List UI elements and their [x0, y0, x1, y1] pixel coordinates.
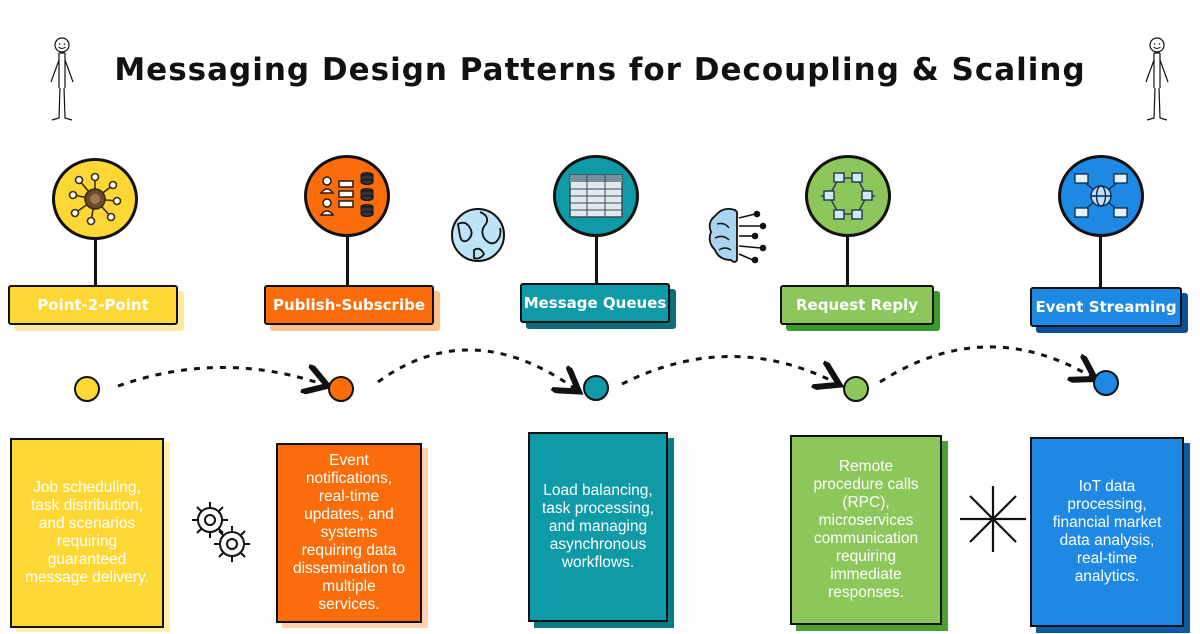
point-2-point-label: Point-2-Point — [8, 285, 178, 325]
queue-table-icon — [569, 174, 623, 218]
brain-circuit-icon — [708, 207, 767, 264]
arrow-2 — [377, 348, 574, 388]
page-title: Messaging Design Patterns for Decoupling… — [114, 52, 1086, 88]
arrow-3 — [621, 355, 834, 384]
point-2-point-icon-circle — [52, 158, 138, 240]
request-reply-label: Request Reply — [780, 285, 934, 325]
publish-subscribe-icon-circle — [304, 155, 390, 237]
point-2-point-card: Job scheduling, task distribution, and s… — [10, 438, 164, 628]
globe-icon — [451, 208, 505, 262]
globe-network-icon — [1074, 173, 1128, 218]
gears-icon — [192, 502, 250, 562]
message-queues-icon-circle — [553, 155, 639, 237]
publish-subscribe-card: Event notifications, real-time updates, … — [276, 443, 422, 623]
sparkle-star-icon — [960, 486, 1026, 552]
request-reply-icon-circle — [805, 155, 891, 237]
request-reply-card: Remote procedure calls (RPC), microservi… — [790, 435, 942, 625]
pub-sub-icon — [319, 172, 374, 217]
stick-figure-right-icon — [1145, 37, 1169, 121]
point-2-point-dot — [74, 376, 100, 402]
stick-figure-left-icon — [50, 37, 74, 121]
event-streaming-card: IoT data processing, financial market da… — [1030, 437, 1184, 627]
event-streaming-icon-circle — [1058, 155, 1144, 237]
event-streaming-dot — [1093, 370, 1119, 396]
network-hub-icon — [68, 172, 122, 226]
node-graph-icon — [821, 172, 875, 220]
arrow-4 — [879, 345, 1090, 384]
arrow-1 — [117, 367, 322, 386]
request-reply-dot — [843, 376, 869, 402]
message-queues-label: Message Queues — [520, 283, 670, 323]
publish-subscribe-dot — [328, 376, 354, 402]
publish-subscribe-label: Publish-Subscribe — [264, 285, 434, 325]
message-queues-dot — [583, 375, 609, 401]
message-queues-card: Load balancing, task processing, and man… — [528, 432, 668, 622]
event-streaming-label: Event Streaming — [1030, 287, 1182, 327]
